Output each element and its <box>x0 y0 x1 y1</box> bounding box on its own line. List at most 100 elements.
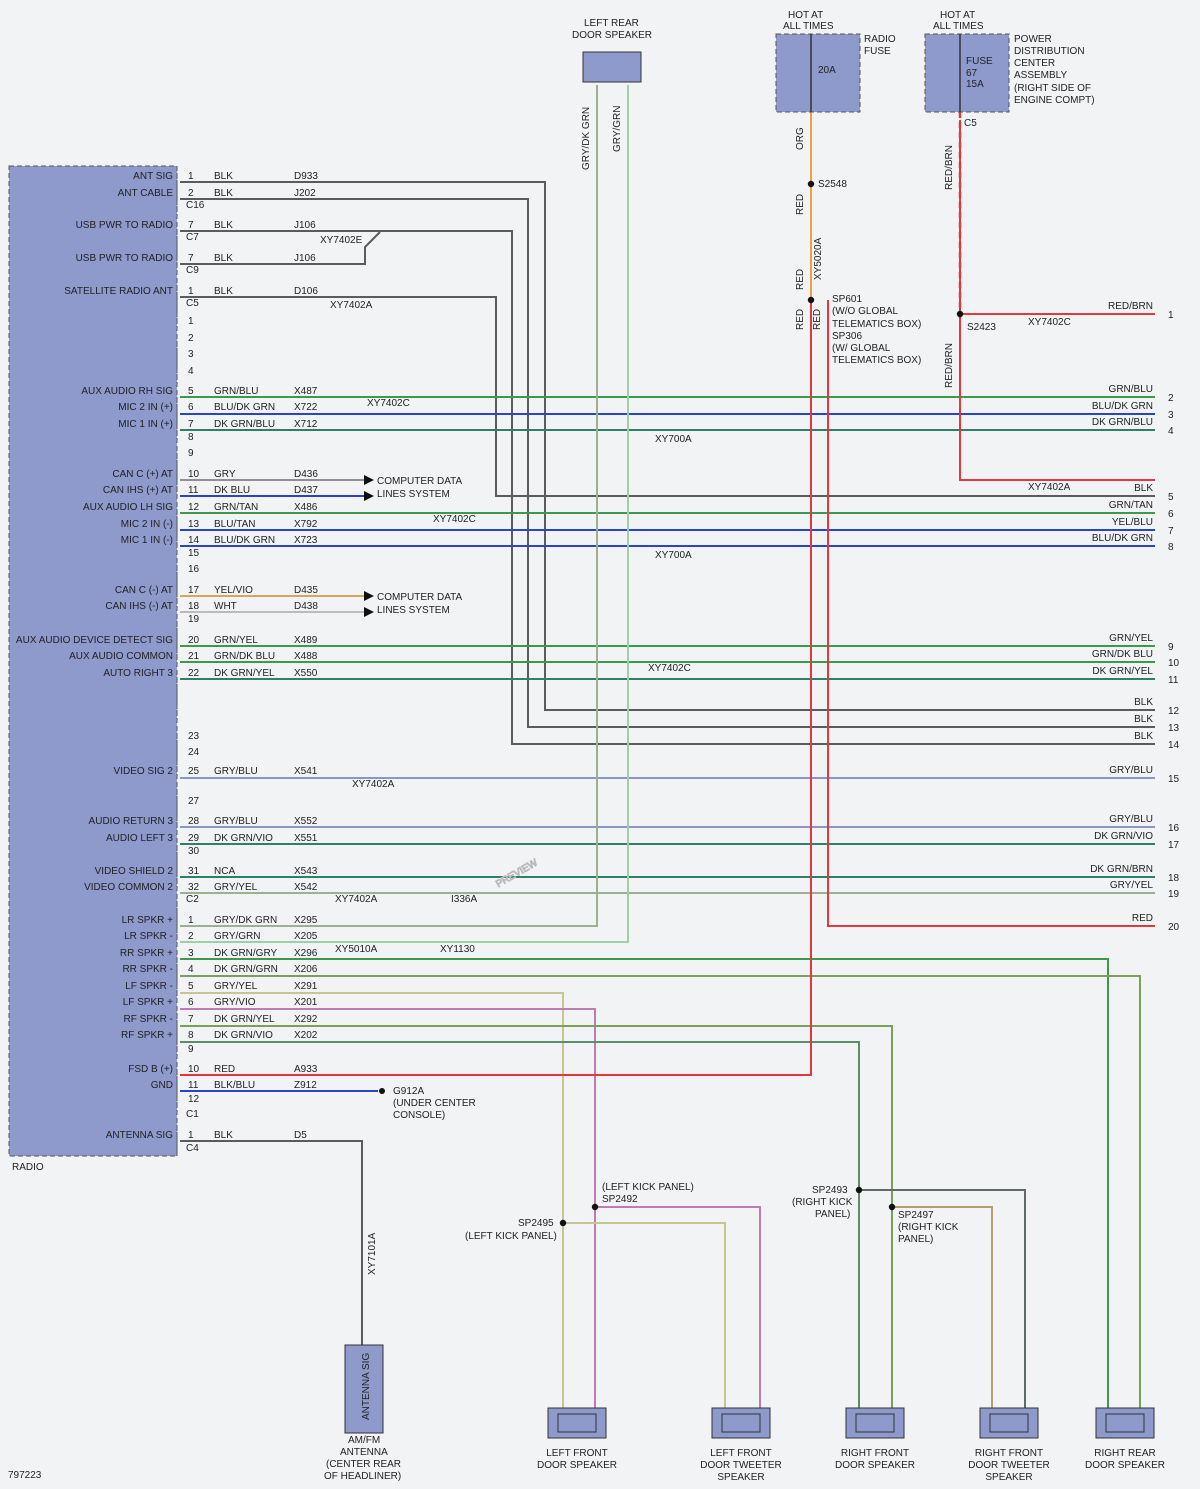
rft-spk-l2: DOOR TWEETER <box>968 1460 1049 1471</box>
radio-pin-color: BLK <box>214 188 233 199</box>
right-wire-color: GRN/DK BLU <box>1092 649 1153 660</box>
antenna-box <box>344 1344 384 1434</box>
computer-data-1-line1: COMPUTER DATA <box>377 476 463 487</box>
antenna-l2: ANTENNA <box>340 1447 388 1458</box>
radio-pin-number: 10 <box>188 469 200 480</box>
wire-lr-gry-dk-grn: GRY/DK GRN <box>581 107 592 170</box>
right-pin-number: 3 <box>1168 410 1174 421</box>
conn-xy1130: XY1130 <box>440 944 475 955</box>
radio-fuse-hot-2: ALL TIMES <box>783 21 834 32</box>
radio-pin-name: MIC 2 IN (+) <box>118 402 173 413</box>
speaker-wires <box>180 85 1141 1410</box>
right-wire-color: BLU/DK GRN <box>1092 533 1153 544</box>
conn-xy7402c-2: XY7402C <box>433 514 476 525</box>
radio-pin-color: DK GRN/VIO <box>214 1030 273 1041</box>
radio-pin-number: 1 <box>188 171 194 182</box>
pdc-label-4: ASSEMBLY <box>1014 70 1067 81</box>
radio-pin-number: 7 <box>188 220 194 231</box>
right-wire-color: GRN/YEL <box>1109 633 1153 644</box>
rf-spk-box <box>845 1407 905 1439</box>
right-pin-number: 1 <box>1168 310 1174 321</box>
radio-pin-name: SATELLITE RADIO ANT <box>64 286 173 297</box>
radio-pin-circuit: X201 <box>294 997 318 1008</box>
radio-pin-number: 4 <box>188 964 194 975</box>
ground-loc1: (UNDER CENTER <box>393 1098 476 1109</box>
right-pin-number: 10 <box>1168 658 1180 669</box>
radio-pin-number: 7 <box>188 1014 194 1025</box>
splice-sp2492: SP2492 <box>602 1194 638 1205</box>
radio-pin-circuit: X486 <box>294 502 318 513</box>
speaker-coil-icon <box>721 1413 761 1433</box>
right-wire-color: YEL/BLU <box>1112 517 1153 528</box>
ground-symbol-icon <box>379 1088 385 1094</box>
radio-pin-number: 5 <box>188 981 194 992</box>
pdc-connector-c5: C5 <box>964 118 977 129</box>
radio-pin-color: BLU/DK GRN <box>214 402 275 413</box>
splice-sp2493-b: PANEL) <box>815 1209 850 1220</box>
radio-pin-color: BLK <box>214 1130 233 1141</box>
connector-c16: C16 <box>186 200 205 211</box>
radio-pin-circuit: X712 <box>294 419 318 430</box>
radio-pin-circuit: X792 <box>294 519 318 530</box>
radio-pin-circuit: D437 <box>294 485 318 496</box>
radio-pin-color: YEL/VIO <box>214 585 253 596</box>
radio-pin-number: 8 <box>188 1030 194 1041</box>
radio-pin-circuit: X202 <box>294 1030 318 1041</box>
computer-data-2-line1: COMPUTER DATA <box>377 592 463 603</box>
right-pin-number: 6 <box>1168 509 1174 520</box>
splice-sp2497-a: (RIGHT KICK <box>898 1222 959 1233</box>
radio-pin-name: AUX AUDIO DEVICE DETECT SIG <box>16 635 173 646</box>
right-side-wires <box>180 120 1155 927</box>
radio-pin-circuit: X552 <box>294 816 318 827</box>
connector-c5: C5 <box>186 298 199 309</box>
right-wire-color: GRY/BLU <box>1109 814 1153 825</box>
splice-sp2495-loc: (LEFT KICK PANEL) <box>465 1231 557 1242</box>
antenna-l4: OF HEADLINER) <box>324 1471 401 1482</box>
wire-org: ORG <box>795 127 806 150</box>
rr-spk-l1: RIGHT REAR <box>1094 1448 1156 1459</box>
svg-text:27: 27 <box>188 796 200 807</box>
radio-pin-circuit: X489 <box>294 635 318 646</box>
radio-pin-circuit: X205 <box>294 931 318 942</box>
connector-c7: C7 <box>186 232 199 243</box>
radio-pin-name: RF SPKR - <box>124 1014 173 1025</box>
diagram-code: 797223 <box>8 1470 42 1481</box>
radio-pin-circuit: X291 <box>294 981 318 992</box>
radio-pin-circuit: J106 <box>294 220 316 231</box>
right-pin-number: 4 <box>1168 426 1174 437</box>
radio-pin-circuit: X542 <box>294 882 318 893</box>
radio-pin-color: GRN/BLU <box>214 386 258 397</box>
radio-pin-color: BLK/BLU <box>214 1080 255 1091</box>
rr-spk-l2: DOOR SPEAKER <box>1085 1460 1165 1471</box>
lr-speaker-l2: DOOR SPEAKER <box>572 30 652 41</box>
radio-pin-color: GRY/GRN <box>214 931 261 942</box>
pdc-fuse-rating: 15A <box>966 79 984 90</box>
svg-text:3: 3 <box>188 349 194 360</box>
wire-red-brn-2: RED/BRN <box>944 343 955 388</box>
right-wire-color: GRN/TAN <box>1109 500 1153 511</box>
radio-pin-name: LF SPKR - <box>125 981 173 992</box>
radio-fuse-rating: 20A <box>818 65 836 76</box>
svg-text:19: 19 <box>188 614 200 625</box>
radio-pin-circuit: X551 <box>294 833 318 844</box>
splice-s2548: S2548 <box>818 179 847 190</box>
radio-pin-number: 11 <box>188 1080 199 1091</box>
radio-pin-circuit: X206 <box>294 964 318 975</box>
splice-sp2497-b: PANEL) <box>898 1234 933 1245</box>
splice-sp2493-a: (RIGHT KICK <box>792 1197 853 1208</box>
conn-xy5020a-1: XY5020A <box>813 237 824 280</box>
conn-xy7402a-3: XY7402A <box>335 894 378 905</box>
right-pin-number: 18 <box>1168 873 1180 884</box>
radio-pin-number: 11 <box>188 485 199 496</box>
radio-pin-name: LR SPKR + <box>122 915 174 926</box>
splice-sp2497: SP2497 <box>898 1210 934 1221</box>
svg-text:30: 30 <box>188 846 200 857</box>
connector-c4: C4 <box>186 1143 199 1154</box>
conn-xy7402a-2: XY7402A <box>352 779 395 790</box>
radio-pin-name: MIC 2 IN (-) <box>121 519 173 530</box>
radio-pin-color: BLK <box>214 286 233 297</box>
connector-c2: C2 <box>186 894 199 905</box>
radio-pin-name: MIC 1 IN (+) <box>118 419 173 430</box>
lft-spk-l2: DOOR TWEETER <box>700 1460 781 1471</box>
right-wire-color: BLK <box>1134 731 1153 742</box>
